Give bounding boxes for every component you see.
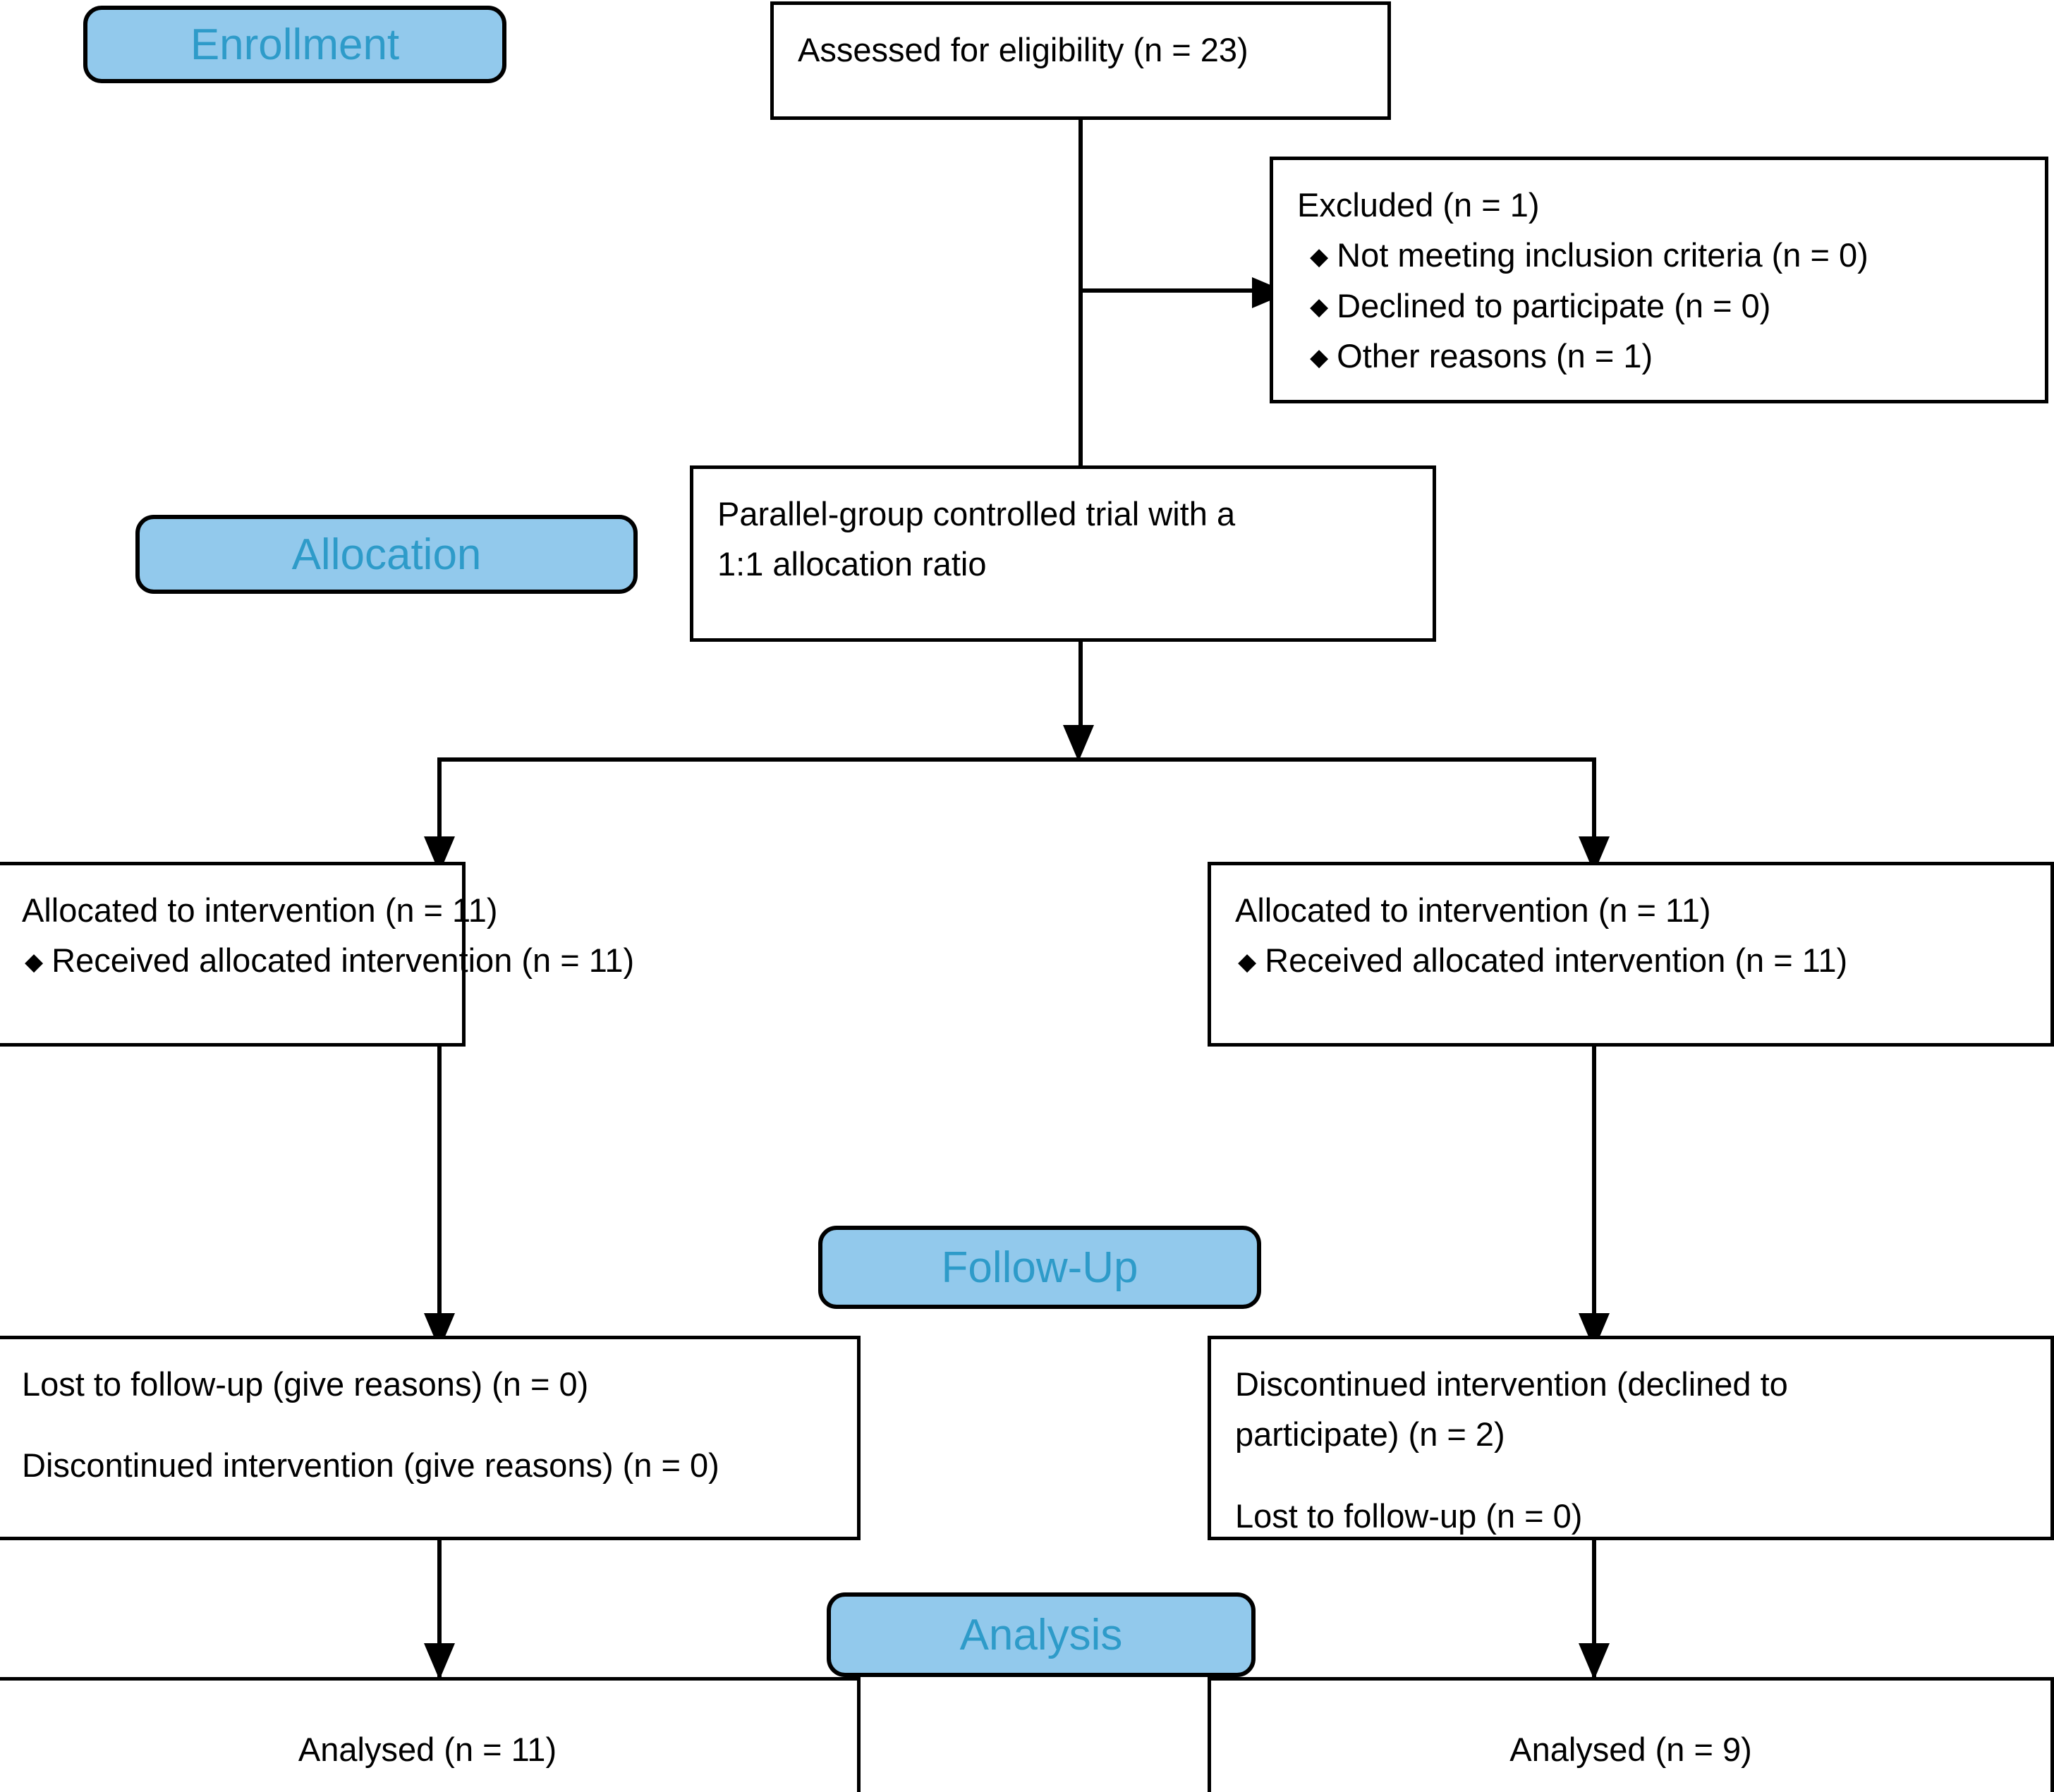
connector-left-followup-to-analysis: [437, 1540, 442, 1681]
followup-left-line-1: Discontinued intervention (give reasons)…: [22, 1446, 719, 1485]
box-assessed-for-eligibility: Assessed for eligibility (n = 23): [770, 1, 1391, 120]
allocated-left-bullet-0-text: Received allocated intervention (n = 11): [51, 941, 635, 980]
diamond-bullet-icon: ◆: [1238, 949, 1257, 976]
stage-label-enrollment-text: Enrollment: [190, 20, 400, 69]
excluded-reason-0-text: Not meeting inclusion criteria (n = 0): [1337, 236, 1868, 274]
box-followup-right: Discontinued intervention (declined to p…: [1208, 1336, 2054, 1540]
followup-left-spacer: [22, 1409, 833, 1440]
excluded-reason-1-text: Declined to participate (n = 0): [1337, 286, 1771, 324]
excluded-reason-2: ◆ Other reasons (n = 1): [1297, 331, 2021, 381]
connector-right-allocation-to-followup: [1592, 1047, 1596, 1336]
connector-assessed-to-excluded: [1078, 288, 1255, 293]
stage-label-follow-up-text: Follow-Up: [941, 1243, 1138, 1292]
box-analysed-right: Analysed (n = 9): [1208, 1677, 2054, 1792]
allocated-left-title: Allocated to intervention (n = 11): [22, 891, 498, 929]
connector-design-stem: [1078, 642, 1083, 733]
trial-design-line-0: Parallel-group controlled trial with a: [717, 495, 1236, 532]
box-followup-left: Lost to follow-up (give reasons) (n = 0)…: [0, 1336, 861, 1540]
analysed-right-text: Analysed (n = 9): [1509, 1731, 1752, 1768]
stage-label-analysis-text: Analysis: [959, 1610, 1123, 1659]
excluded-reason-2-text: Other reasons (n = 1): [1337, 337, 1653, 375]
followup-left-line-0: Lost to follow-up (give reasons) (n = 0): [22, 1365, 589, 1403]
stage-label-allocation-text: Allocation: [291, 530, 482, 579]
stage-label-analysis: Analysis: [827, 1592, 1256, 1677]
diamond-bullet-icon: ◆: [1310, 243, 1329, 271]
analysed-left-text: Analysed (n = 11): [298, 1731, 557, 1768]
allocated-right-title: Allocated to intervention (n = 11): [1235, 891, 1711, 929]
arrowhead-right-analysis-icon: [1579, 1643, 1610, 1680]
followup-right-line-1: participate) (n = 2): [1235, 1415, 1505, 1453]
diamond-bullet-icon: ◆: [1310, 293, 1329, 321]
connector-allocation-split-bar: [437, 757, 1596, 762]
followup-right-spacer: [1235, 1460, 2026, 1491]
followup-right-line-2: Lost to follow-up (n = 0): [1235, 1497, 1583, 1535]
box-allocated-right: Allocated to intervention (n = 11) ◆ Rece…: [1208, 862, 2054, 1047]
connector-right-followup-to-analysis: [1592, 1540, 1596, 1681]
diamond-bullet-icon: ◆: [25, 949, 44, 976]
connector-split-to-left-arm: [437, 757, 442, 856]
box-excluded: Excluded (n = 1) ◆ Not meeting inclusion …: [1270, 157, 2048, 403]
stage-label-enrollment: Enrollment: [83, 6, 506, 83]
allocated-right-bullet-0: ◆ Received allocated intervention (n = 11…: [1235, 935, 2026, 985]
followup-right-line-0: Discontinued intervention (declined to: [1235, 1365, 1788, 1403]
trial-design-line-1: 1:1 allocation ratio: [717, 545, 987, 583]
assessed-text: Assessed for eligibility (n = 23): [798, 31, 1248, 68]
stage-label-allocation: Allocation: [135, 515, 638, 594]
arrowhead-left-analysis-icon: [424, 1643, 455, 1680]
excluded-reason-0: ◆ Not meeting inclusion criteria (n = 0): [1297, 230, 2021, 280]
allocated-left-bullet-0: ◆ Received allocated intervention (n = 11…: [22, 935, 634, 985]
stage-label-follow-up: Follow-Up: [818, 1226, 1261, 1309]
diamond-bullet-icon: ◆: [1310, 343, 1329, 371]
allocated-right-bullet-0-text: Received allocated intervention (n = 11): [1265, 941, 1848, 980]
connector-left-allocation-to-followup: [437, 1047, 442, 1336]
box-trial-design: Parallel-group controlled trial with a 1…: [690, 465, 1436, 642]
connector-split-to-right-arm: [1592, 757, 1596, 856]
box-analysed-left: Analysed (n = 11): [0, 1677, 861, 1792]
excluded-title: Excluded (n = 1): [1297, 186, 1540, 224]
arrowhead-design-to-split-icon: [1063, 725, 1094, 762]
excluded-reason-1: ◆ Declined to participate (n = 0): [1297, 281, 2021, 331]
box-allocated-left: Allocated to intervention (n = 11) ◆ Rece…: [0, 862, 634, 1047]
connector-assessed-to-allocation: [1078, 120, 1083, 465]
